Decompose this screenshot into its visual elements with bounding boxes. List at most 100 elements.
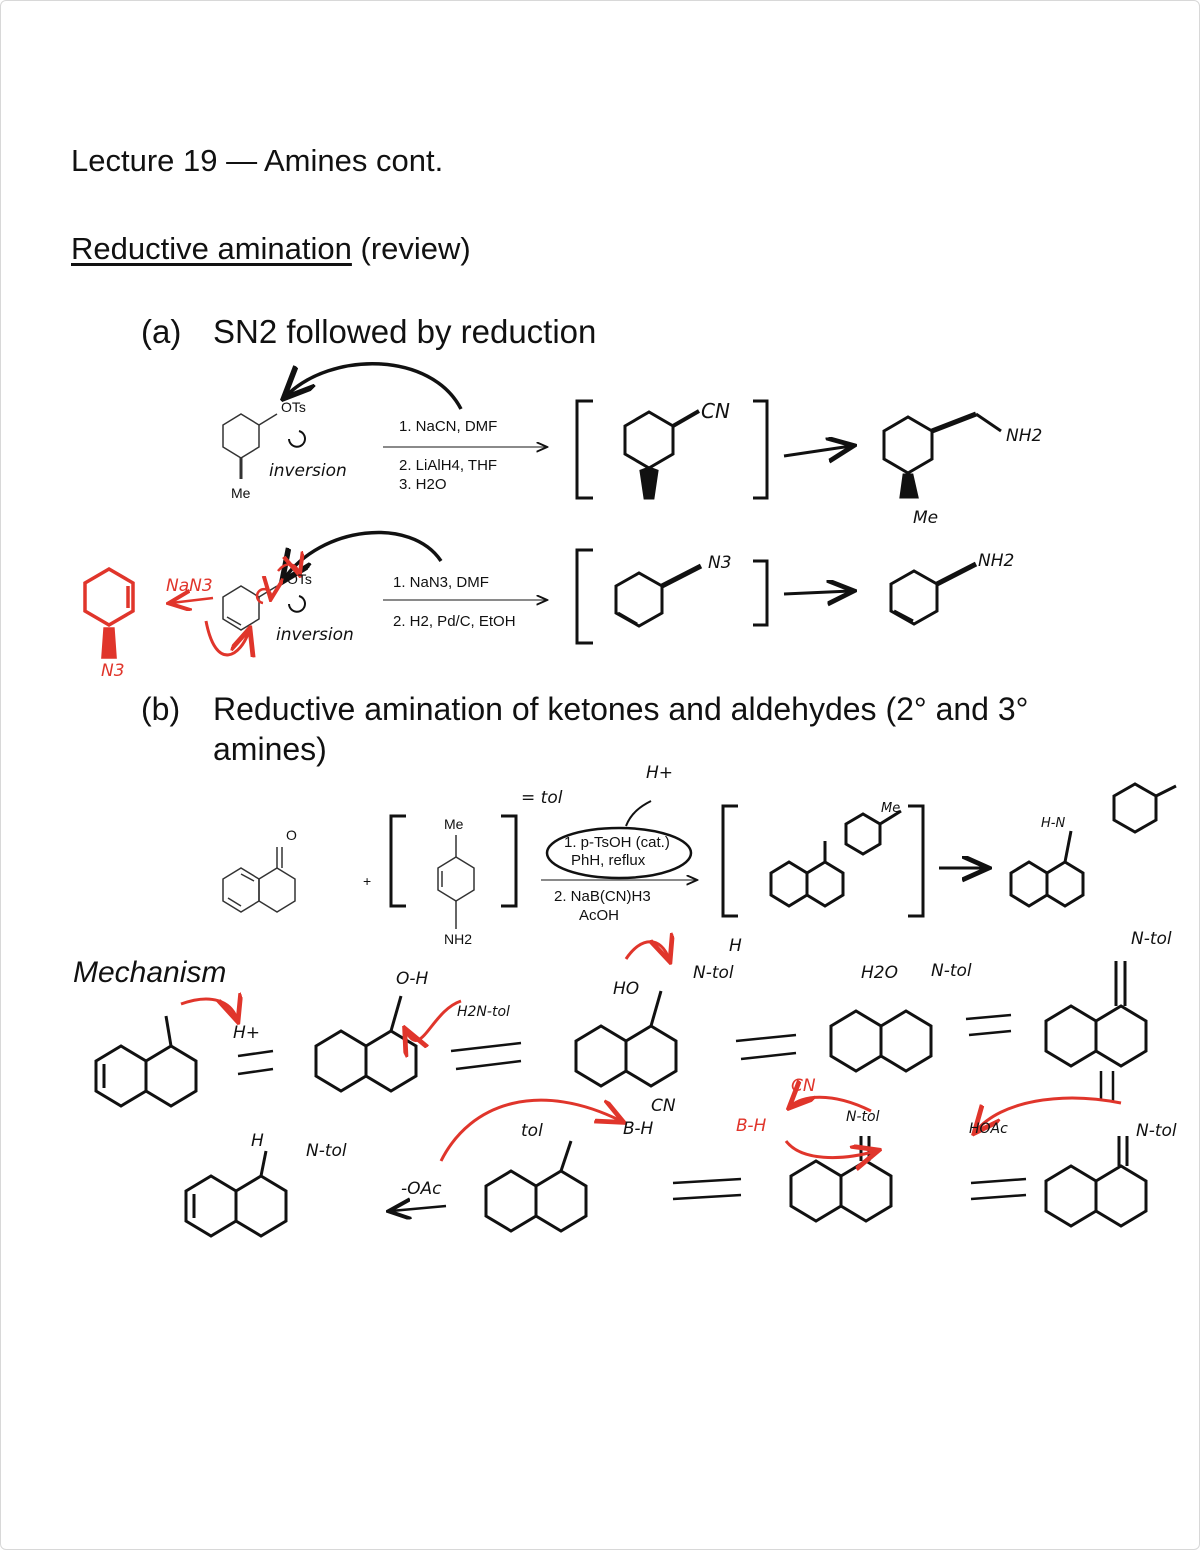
side-nucleophile: NaN3: [166, 576, 213, 596]
rxn1-reagent3: 3. H2O: [399, 476, 447, 493]
mech-hydride-arrow: [791, 1097, 872, 1113]
rxn1-reagent2: 2. LiAlH4, THF: [399, 457, 498, 474]
proton-pointer: [625, 800, 652, 827]
rxn1-reagent1: 1. NaCN, DMF: [399, 418, 498, 435]
rxn1-intermediate-group: CN: [701, 399, 730, 423]
rxn2-note: inversion: [276, 625, 354, 645]
page-title: Lecture 19 — Amines cont.: [71, 143, 444, 178]
mech-eq1: [237, 1049, 274, 1076]
toluidine-bracket: [389, 814, 518, 908]
amine-nh2: NH2: [444, 931, 473, 947]
mech-cn: CN: [651, 1096, 676, 1116]
mech-oxonium: O-H: [396, 969, 429, 989]
rxn1-product-substituent: Me: [913, 508, 939, 528]
mech-h-label: H: [729, 936, 742, 956]
mech-eq7: [672, 1177, 742, 1201]
mech-amine: H2N-tol: [457, 1004, 510, 1020]
side-lg-arrow: [277, 564, 299, 573]
part-b-heading: (b) Reductive amination of ketones and al…: [141, 689, 1028, 769]
mech-acetate: -OAc: [401, 1179, 442, 1199]
mech-borane: B-H: [623, 1119, 654, 1139]
part-b-reagent1b: PhH, reflux: [571, 852, 646, 869]
rxn1-step-arrow: [783, 446, 851, 456]
mech-imine: [1044, 1136, 1148, 1228]
mechanism-heading: Mechanism: [73, 956, 227, 989]
rxn2-product-group: NH2: [978, 551, 1015, 571]
mech-amine-attack-arrow: [406, 999, 462, 1040]
amine-methyl: Me: [444, 816, 464, 832]
mech-iminium-n: N-tol: [1131, 929, 1172, 949]
mech-protonated: [829, 1009, 933, 1073]
part-b-label: (b): [141, 691, 181, 727]
rxn1-note: inversion: [269, 461, 347, 481]
mech-iminium: [1044, 961, 1148, 1068]
mech-iminium2-n: N-tol: [846, 1109, 880, 1125]
reagent-circle: [545, 826, 693, 880]
side-small-arrow: [255, 589, 271, 605]
part-a-heading: (a) SN2 followed by reduction: [141, 313, 596, 351]
side-product-group: N3: [101, 661, 125, 681]
mech-final-amine: [184, 1150, 288, 1238]
mech-proton: H+: [233, 1023, 261, 1043]
mech-cn-red: CN: [791, 1076, 816, 1096]
part-a-label: (a): [141, 313, 182, 350]
mech-eq3: [735, 1033, 797, 1061]
side-curved-arrow: [204, 620, 249, 655]
rxn2-leaving-group: OTs: [287, 571, 312, 587]
mech-product-n: N-tol: [306, 1141, 347, 1161]
rxn2-inversion-arrow: [288, 595, 306, 613]
mech-borane-arrow: [439, 1098, 621, 1162]
mech-proton-arrow: [180, 999, 237, 1019]
ketone-oxygen: O: [286, 827, 297, 843]
rxn1-product-group: NH2: [1006, 426, 1043, 446]
tol-note: = tol: [521, 788, 563, 808]
rxn2-reagent2: 2. H2, Pd/C, EtOH: [393, 613, 516, 630]
part-a-title: SN2 followed by reduction: [213, 313, 597, 350]
mech-eq2: [450, 1041, 522, 1071]
mech-carbinolamine: [574, 990, 678, 1088]
mech-eq6: [970, 1177, 1027, 1201]
plus-sign: +: [363, 873, 372, 889]
amine-product: [1009, 782, 1177, 908]
product-hn: H-N: [1041, 816, 1066, 831]
mech-ketone: [94, 1015, 198, 1108]
rxn2-intermediate-group: N3: [708, 553, 732, 573]
part-b-reagent1: 1. p-TsOH (cat.): [564, 834, 670, 851]
mech-borohydride: B-H: [736, 1116, 767, 1136]
section-heading: Reductive amination (review): [71, 231, 471, 267]
mech-deprotonate-arrow: [976, 1096, 1122, 1131]
tetralone-reactant: [222, 847, 296, 913]
mech-eq5: [1099, 1071, 1115, 1101]
rxn2-product: [889, 561, 978, 626]
imine-methyl: Me: [881, 801, 901, 816]
mech-ammonium: [484, 1140, 588, 1233]
mech-protonated-n: N-tol: [931, 961, 972, 981]
part-b-reagent2b: AcOH: [579, 907, 620, 924]
rxn1-reactant: [222, 413, 278, 479]
rxn2-side-product: [83, 566, 135, 659]
rxn1-leaving-group: OTs: [281, 399, 306, 415]
section-heading-suffix: (review): [360, 231, 471, 266]
mech-carbinolamine-ho: HO: [613, 979, 640, 999]
imine-intermediate: [721, 804, 925, 918]
part-b-title-line1: Reductive amination of ketones and aldeh…: [213, 691, 1029, 727]
mech-water: H2O: [861, 963, 898, 983]
part-b-reagent2: 2. NaB(CN)H3: [554, 888, 651, 905]
mech-product-h: H: [251, 1131, 264, 1151]
mech-final-arrow: [391, 1206, 447, 1211]
mech-oxonium: [314, 995, 418, 1093]
proton-note: H+: [646, 763, 674, 783]
mech-proton-transfer-arrow: [624, 942, 669, 959]
rxn2-intermediate: [575, 548, 769, 645]
toluidine: [437, 835, 475, 929]
part-b-title-line2: amines): [213, 731, 327, 767]
rxn1-substituent: Me: [231, 485, 251, 501]
rxn1-intermediate: [575, 399, 769, 500]
rxn1-attack-arrow: [286, 362, 463, 410]
mech-acid: HOAc: [969, 1121, 1008, 1137]
rxn1-product: [882, 411, 1002, 499]
mech-eq4: [965, 1013, 1012, 1037]
mech-hydride-arrow-2: [784, 1140, 876, 1158]
rxn2-step-arrow: [783, 591, 851, 594]
